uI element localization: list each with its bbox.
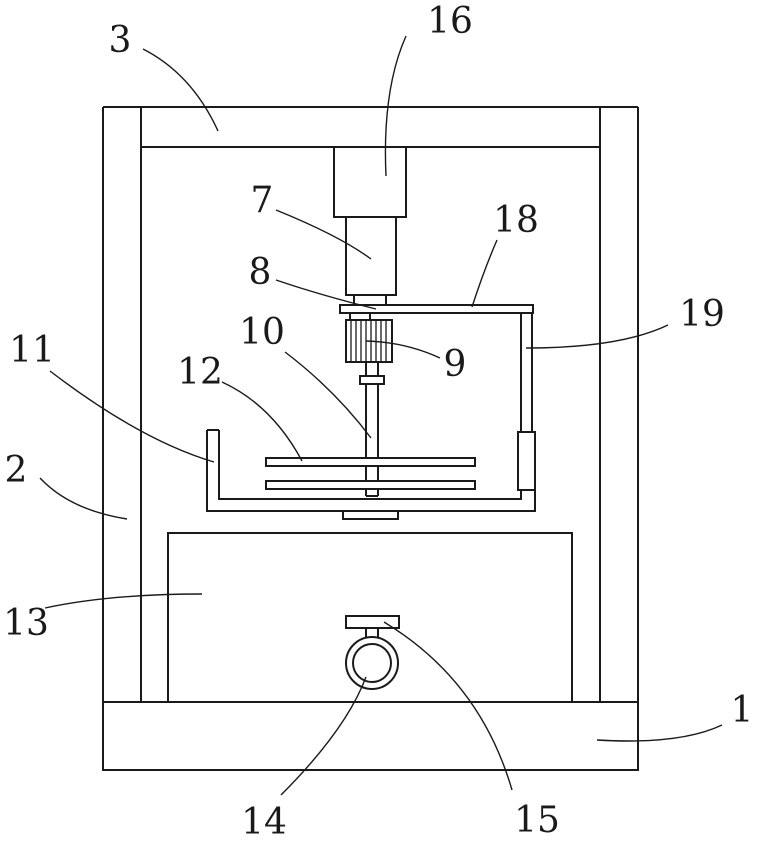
label-2: 2 [5, 450, 28, 491]
leader-19 [526, 325, 668, 348]
outlet-pipe-14 [346, 637, 398, 689]
label-11: 11 [9, 330, 55, 371]
mount-block-16 [334, 147, 406, 217]
label-12: 12 [177, 352, 223, 393]
container-11 [207, 430, 535, 519]
label-18: 18 [493, 200, 539, 241]
label-15: 15 [514, 800, 560, 841]
label-8: 8 [249, 252, 272, 293]
leader-12 [222, 382, 302, 461]
motor-shaft-collar [354, 295, 386, 305]
support-plate-8-18 [340, 305, 533, 313]
leader-18 [472, 240, 497, 307]
label-3: 3 [109, 20, 132, 61]
gear-coupling-9 [346, 313, 392, 384]
label-9: 9 [444, 344, 467, 385]
leader-2 [40, 478, 127, 519]
motor-7 [346, 217, 396, 295]
label-1: 1 [731, 690, 754, 731]
label-7: 7 [251, 180, 274, 221]
label-13: 13 [3, 603, 49, 644]
leader-10 [285, 352, 371, 438]
label-14: 14 [241, 802, 287, 842]
leader-3 [143, 49, 218, 131]
hanger-rod-19 [518, 313, 535, 490]
label-16: 16 [427, 1, 473, 42]
label-19: 19 [679, 294, 725, 335]
label-10: 10 [239, 312, 285, 353]
base-1 [103, 702, 638, 770]
stir-blades-12 [266, 458, 475, 489]
